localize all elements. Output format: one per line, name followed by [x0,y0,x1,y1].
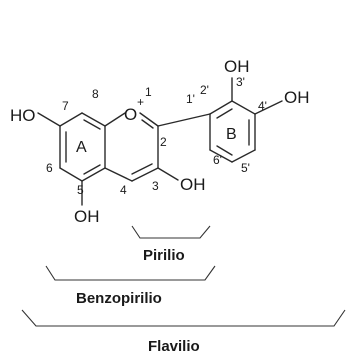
pirilio-label: Pirilio [143,247,185,264]
position-8: 8 [92,87,99,101]
position-5-prime: 5' [241,161,250,175]
flavilio-bracket [21,309,346,327]
oh-label-c5: OH [74,207,100,226]
position-3: 3 [152,179,159,193]
oh-label-c4p: OH [284,88,310,107]
oh-label-c3p: OH [224,57,250,76]
ring-b-bonds [157,100,256,163]
ring-b-label: B [226,126,237,143]
benzopirilio-bracket [45,265,216,281]
ho-label-c7: HO [10,106,36,125]
position-2: 2 [160,135,167,149]
position-4: 4 [120,183,127,197]
charge-label: + [137,95,144,109]
position-2-prime: 2' [200,83,209,97]
pirilio-bracket [131,225,211,239]
benzopirilio-label: Benzopirilio [76,290,162,307]
oxygen-label: O [124,105,137,124]
ring-a-label: A [76,139,87,156]
oh-label-c3: OH [180,175,206,194]
position-5: 5 [77,183,84,197]
position-6: 6 [46,161,53,175]
flavilio-label: Flavilio [148,338,200,355]
ring-a-bonds [59,112,106,182]
position-6-prime: 6' [213,153,222,167]
position-3-prime: 3' [236,75,245,89]
position-1: 1 [145,85,152,99]
position-4-prime: 4' [258,99,267,113]
pyrylium-ring-bonds [104,112,159,182]
position-1-prime: 1' [186,92,195,106]
substituent-bonds [37,77,283,206]
position-7: 7 [62,99,69,113]
